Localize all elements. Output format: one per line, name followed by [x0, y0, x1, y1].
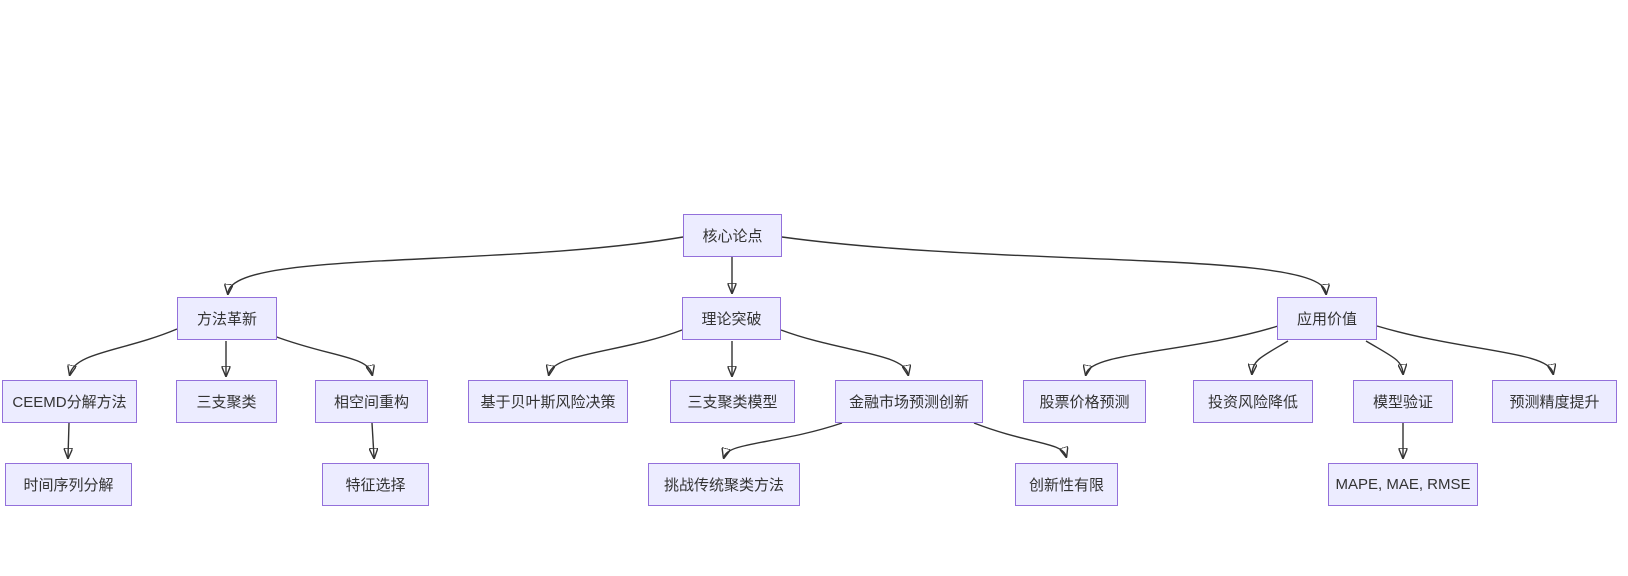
node-time-series-decomposition: 时间序列分解 [5, 463, 132, 506]
node-application-value: 应用价值 [1277, 297, 1377, 340]
edge-method-to-ceemd [70, 328, 178, 374]
node-investment-risk-reduction: 投资风险降低 [1193, 380, 1313, 423]
edge-application-to-validation [1365, 340, 1403, 373]
node-method-innovation: 方法革新 [177, 297, 277, 340]
edge-application-to-accuracy [1376, 325, 1553, 373]
node-mape-mae-rmse-metrics: MAPE, MAE, RMSE [1328, 463, 1478, 506]
edge-ceemd-to-ts-decomp [68, 422, 69, 457]
edge-core-to-application [781, 236, 1326, 293]
node-prediction-accuracy-improvement: 预测精度提升 [1492, 380, 1617, 423]
node-limited-novelty: 创新性有限 [1015, 463, 1118, 506]
node-bayesian-risk-decision: 基于贝叶斯风险决策 [468, 380, 628, 423]
node-ceemd-decomposition: CEEMD分解方法 [2, 380, 137, 423]
node-feature-selection: 特征选择 [322, 463, 429, 506]
edge-method-to-phase-space [273, 335, 372, 374]
node-phase-space-reconstruction: 相空间重构 [315, 380, 428, 423]
edge-theory-to-fin-innovation [780, 329, 908, 374]
node-theory-breakthrough: 理论突破 [682, 297, 781, 340]
edge-theory-to-bayes [549, 329, 683, 374]
edge-core-to-method [228, 236, 684, 293]
edge-application-to-stock [1086, 325, 1279, 374]
node-financial-market-forecast-innovation: 金融市场预测创新 [835, 380, 983, 423]
edge-fin-innovation-to-limited [973, 422, 1066, 456]
edge-application-to-risk [1252, 340, 1289, 373]
node-stock-price-prediction: 股票价格预测 [1023, 380, 1146, 423]
node-core-thesis: 核心论点 [683, 214, 782, 257]
node-three-way-clustering: 三支聚类 [176, 380, 277, 423]
node-three-way-clustering-model: 三支聚类模型 [670, 380, 795, 423]
edge-phase-space-to-feature [372, 422, 374, 457]
node-model-validation: 模型验证 [1353, 380, 1453, 423]
node-challenge-traditional-clustering: 挑战传统聚类方法 [648, 463, 800, 506]
edge-fin-innovation-to-challenge [724, 422, 843, 457]
